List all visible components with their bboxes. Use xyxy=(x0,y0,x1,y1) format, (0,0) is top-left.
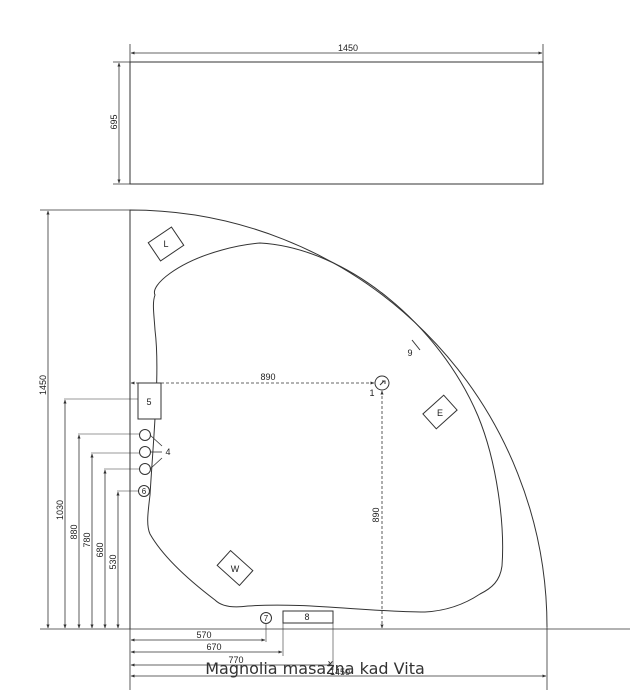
front-panel-view: 1450 695 xyxy=(109,43,544,185)
bathtub-outer-outline xyxy=(129,209,548,629)
part-w-label: W xyxy=(231,564,240,574)
part-l-label: L xyxy=(163,239,168,249)
front-panel-width-label: 1450 xyxy=(338,43,358,53)
dim-680-label: 680 xyxy=(95,542,105,557)
part-8-label: 8 xyxy=(304,612,309,622)
dim-1450-bottom-label: 1450 xyxy=(330,667,350,677)
part-6-label: 6 xyxy=(142,487,147,496)
dim-530-label: 530 xyxy=(108,554,118,569)
jet-icon xyxy=(139,429,151,441)
drain-icon xyxy=(374,375,390,391)
bathtub-plan-view: L E W 9 1 890 890 5 xyxy=(38,209,630,690)
part-1-label: 1 xyxy=(369,388,374,398)
dim-570-label: 570 xyxy=(196,630,211,640)
jet-icon xyxy=(139,446,151,458)
part-4-label: 4 xyxy=(165,447,170,457)
part-9-label: 9 xyxy=(407,348,412,358)
product-caption: Magnolia masažna kad Vita xyxy=(205,659,425,678)
part-1-drain: 1 xyxy=(369,375,390,398)
dim-780-label: 780 xyxy=(82,532,92,547)
part-8-box: 8 xyxy=(282,610,334,624)
bottom-dimensions: 570 670 770 1450 xyxy=(129,623,547,690)
dim-1030-label: 1030 xyxy=(55,500,65,520)
bathtub-inner-basin xyxy=(147,242,504,613)
part-6-marker: 6 xyxy=(138,485,150,497)
part-5-label: 5 xyxy=(146,397,151,407)
front-panel-height-label: 695 xyxy=(109,114,119,129)
dim-770-label: 770 xyxy=(228,655,243,665)
part-7-label: 7 xyxy=(264,614,269,623)
left-dimensions: 1030 880 780 680 530 xyxy=(55,398,140,629)
part-e-label: E xyxy=(437,408,443,418)
part-7-marker: 7 xyxy=(260,612,272,624)
part-4-jets: 4 xyxy=(139,429,171,475)
drain-x-label: 890 xyxy=(260,372,275,382)
part-5-box: 5 xyxy=(137,382,162,420)
dim-670-label: 670 xyxy=(206,642,221,652)
jet-icon xyxy=(139,463,151,475)
part-e-pillow: E xyxy=(422,394,458,430)
drain-y-label: 890 xyxy=(371,507,381,522)
plan-height-label: 1450 xyxy=(38,375,48,395)
part-l-pillow: L xyxy=(147,226,185,262)
dim-880-label: 880 xyxy=(69,524,79,539)
front-panel-outline xyxy=(129,61,544,185)
part-w-pillow: W xyxy=(216,549,254,587)
